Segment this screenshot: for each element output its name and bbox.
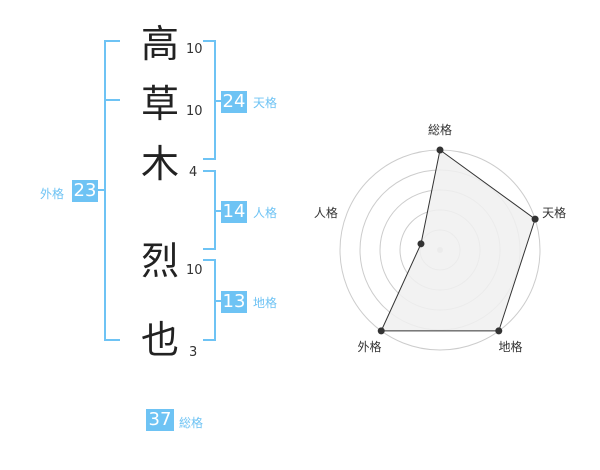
name-char-5: 也 [140, 318, 179, 362]
tenkaku-badge: 24 [221, 91, 247, 113]
radar-point-2 [531, 215, 539, 223]
name-char-1: 高 [140, 22, 179, 66]
radar-axis-label-2: 天格 [542, 205, 566, 220]
chikaku-label: 地格 [253, 296, 278, 310]
stroke-count-3: 4 [189, 165, 198, 180]
chikaku-badge: 13 [221, 291, 247, 313]
gaikaku-badge: 23 [72, 180, 98, 202]
radar-point-1 [436, 146, 444, 154]
radar-point-3 [495, 327, 503, 335]
radar-point-5 [417, 240, 425, 248]
radar-series-polygon [380, 149, 536, 332]
radar-axis-label-1: 総格 [428, 122, 452, 137]
radar-axis-label-5: 人格 [314, 205, 338, 220]
radar-point-4 [377, 327, 385, 335]
radar-axis-label-3: 地格 [499, 339, 523, 354]
gaikaku-label: 外格 [40, 187, 65, 201]
soukaku-badge: 37 [146, 409, 174, 431]
name-char-2: 草 [140, 82, 179, 126]
jinkaku-label: 人格 [253, 206, 278, 220]
soukaku-label: 総格 [179, 416, 204, 430]
stroke-count-2: 10 [186, 104, 203, 119]
jinkaku-badge: 14 [221, 201, 247, 223]
stroke-count-4: 10 [186, 263, 203, 278]
radar-axis-label-4: 外格 [357, 339, 381, 354]
stroke-count-5: 3 [189, 345, 198, 360]
tenkaku-label: 天格 [253, 96, 278, 110]
stroke-count-1: 10 [186, 42, 203, 57]
name-char-3: 木 [140, 142, 179, 186]
name-char-4: 烈 [140, 239, 179, 283]
